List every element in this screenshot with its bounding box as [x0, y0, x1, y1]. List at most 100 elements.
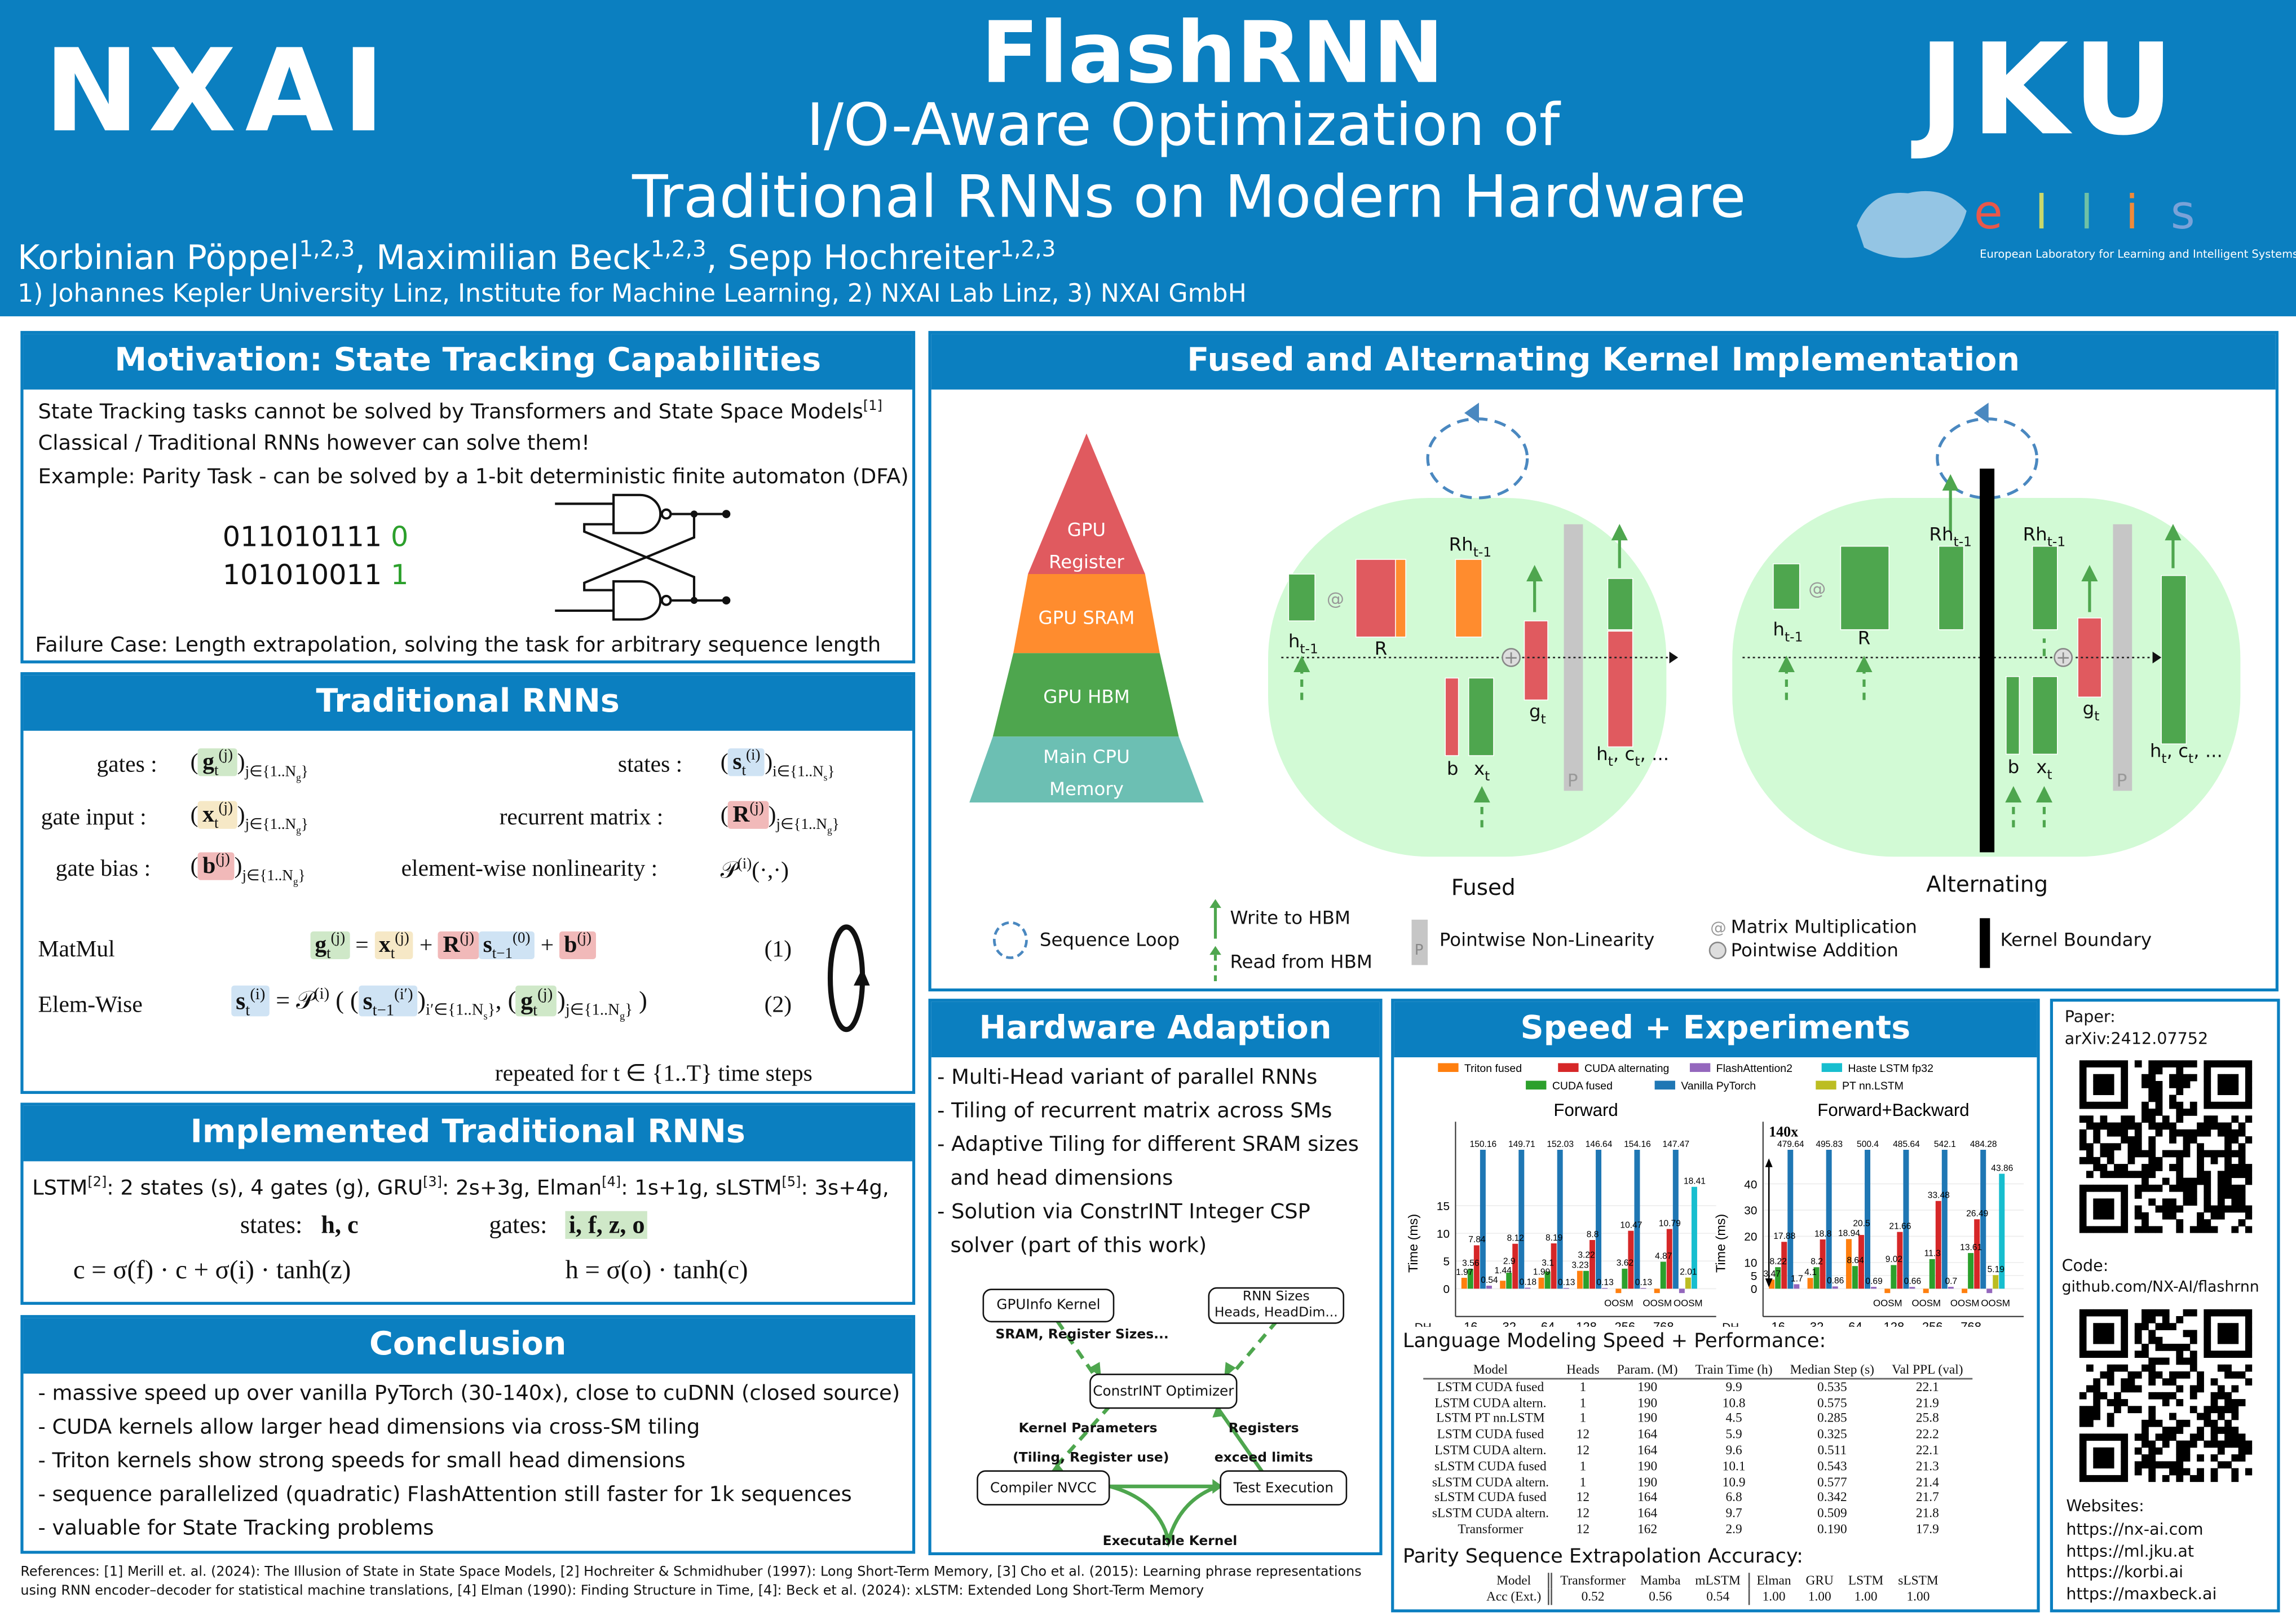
europe-map-icon [1856, 191, 1967, 258]
bar-value-label: 10.79 [1659, 1219, 1681, 1228]
y-tick-label: 5 [1751, 1270, 1758, 1283]
bar-triton-fused [1461, 1278, 1467, 1289]
bar-value-label: 1.99 [1533, 1268, 1550, 1277]
bar-value-label: 0.13 [1635, 1278, 1652, 1287]
table-cell: 1 [1579, 1474, 1587, 1489]
pyramid-register: Register [1049, 551, 1124, 573]
x-label: xt [1474, 758, 1490, 784]
table-cell: 0.511 [1817, 1442, 1847, 1457]
bar-cuda-alternating [1589, 1240, 1596, 1289]
bar-value-label: 3.23 [1571, 1260, 1588, 1270]
bar-value-label: 0.13 [1596, 1278, 1613, 1287]
conclusion-item: - sequence parallelized (quadratic) Flas… [38, 1483, 852, 1507]
column-header: Median Step (s) [1781, 1362, 1883, 1379]
matmul-symbol: @ [1327, 589, 1344, 610]
g-label: gt [1529, 701, 1546, 727]
bar-value-label: 0.86 [1827, 1276, 1844, 1286]
legend-label: CUDA fused [1552, 1080, 1613, 1092]
code-link[interactable]: github.com/NX-AI/flashrnn [2061, 1278, 2259, 1296]
test-execution-node: Test Execution [1220, 1470, 1348, 1506]
hardware-bullet: - Multi-Head variant of parallel RNNs [937, 1066, 1318, 1090]
bar-haste-lstm-fp32 [1999, 1173, 2005, 1289]
bar-value-label: 9.02 [1886, 1255, 1902, 1264]
affiliations: 1) Johannes Kepler University Linz, Inst… [17, 280, 1247, 309]
table-cell: Transformer [1458, 1521, 1524, 1537]
bar-layer [1455, 1150, 2024, 1294]
bar-value-label: 0.7 [1945, 1277, 1958, 1286]
table-cell: 0.52 [1581, 1588, 1605, 1604]
table-cell: Transformer [1560, 1573, 1626, 1588]
fused-kernel-panel: Fused and Alternating Kernel Implementat… [928, 330, 2279, 992]
bar-flashattention2 [1525, 1287, 1531, 1289]
motivation-line-3: Example: Parity Task - can be solved by … [38, 465, 909, 489]
bar-missing-triton-fused [1923, 1288, 1929, 1294]
ref-link: [4] [602, 1174, 621, 1191]
website-link[interactable]: https://ml.jku.at [2066, 1541, 2195, 1561]
bar-cuda-alternating [1551, 1243, 1557, 1289]
implemented-rnns-panel: Implemented Traditional RNNs LSTM[2]: 2 … [20, 1102, 916, 1305]
r-label: R [1375, 638, 1388, 659]
table-cell: sLSTM CUDA fused [1434, 1458, 1547, 1473]
bar-value-label: 150.16 [1470, 1140, 1497, 1149]
rnn-description: : 3s+4g, [801, 1177, 889, 1201]
table-cell: 12 [1576, 1490, 1590, 1505]
loop-arrow-icon [827, 924, 870, 1032]
bar-cuda-alternating [1473, 1245, 1480, 1289]
bar-cuda-fused [1660, 1261, 1666, 1289]
rnn-name: Elman [536, 1177, 602, 1201]
matmul-symbol: @ [1808, 579, 1826, 599]
oosm-label: OOSM [1950, 1298, 1980, 1309]
code-qr-code[interactable] [2079, 1309, 2253, 1482]
bar-value-label: 8.2 [1811, 1257, 1823, 1266]
table-cell: 1 [1579, 1458, 1587, 1473]
legend-swatch [1438, 1063, 1459, 1073]
bar-flashattention2 [1948, 1287, 1954, 1289]
paper-link[interactable]: arXiv:2412.07752 [2064, 1029, 2209, 1049]
bar-value-label: 3.56 [1462, 1259, 1479, 1268]
legend-swatch [1526, 1080, 1547, 1090]
nxai-logo: NXAI [43, 26, 394, 158]
conclusion-item: - massive speed up over vanilla PyTorch … [38, 1382, 900, 1406]
legend-label: CUDA alternating [1584, 1062, 1669, 1075]
table-cell: 21.3 [1915, 1458, 1939, 1473]
table-cell: 1 [1579, 1394, 1587, 1410]
table-cell: 6.8 [1725, 1490, 1742, 1505]
table-cell: 1.00 [1808, 1588, 1831, 1604]
bar-value-label: 33.48 [1928, 1191, 1950, 1201]
rh-block [1455, 559, 1482, 638]
table-cell: 12 [1576, 1506, 1590, 1521]
bar-triton-fused [1807, 1278, 1813, 1289]
table-cell: 22.1 [1915, 1442, 1939, 1457]
y-tick-label: 30 [1744, 1204, 1757, 1217]
conclusion-title: Conclusion [23, 1318, 912, 1374]
table-cell: 164 [1637, 1506, 1658, 1521]
bar-value-label: 152.03 [1547, 1140, 1574, 1149]
subtitle-line-1: I/O-Aware Optimization of [806, 92, 1560, 160]
bar-vanilla-pytorch [1941, 1150, 1948, 1289]
website-link[interactable]: https://maxbeck.ai [2066, 1583, 2217, 1603]
bias-block [2006, 676, 2020, 755]
paper-qr-code[interactable] [2079, 1060, 2253, 1233]
bar-value-label: 3.22 [1578, 1250, 1595, 1260]
bar-value-label: 3.47 [1764, 1269, 1781, 1279]
table-cell: Model [1478, 1573, 1553, 1589]
motivation-text: State Tracking tasks cannot be solved by… [38, 400, 863, 425]
website-link[interactable]: https://korbi.ai [2066, 1562, 2184, 1582]
website-link[interactable]: https://nx-ai.com [2066, 1520, 2204, 1539]
bar-vanilla-pytorch [1557, 1150, 1563, 1289]
table-cell: 0.54 [1688, 1588, 1750, 1605]
x-tick-label: 256 [1922, 1320, 1943, 1327]
h-prev-label: ht-1 [1288, 630, 1318, 656]
rh-label: Rht-1 [1929, 523, 1972, 549]
bar-flashattention2 [1832, 1286, 1838, 1289]
gates-block [1524, 620, 1548, 701]
bar-vanilla-pytorch [1518, 1150, 1525, 1289]
table-cell: 190 [1637, 1379, 1658, 1394]
speed-title: Speed + Experiments [1394, 1001, 2037, 1058]
table-cell: 10.8 [1722, 1394, 1746, 1410]
